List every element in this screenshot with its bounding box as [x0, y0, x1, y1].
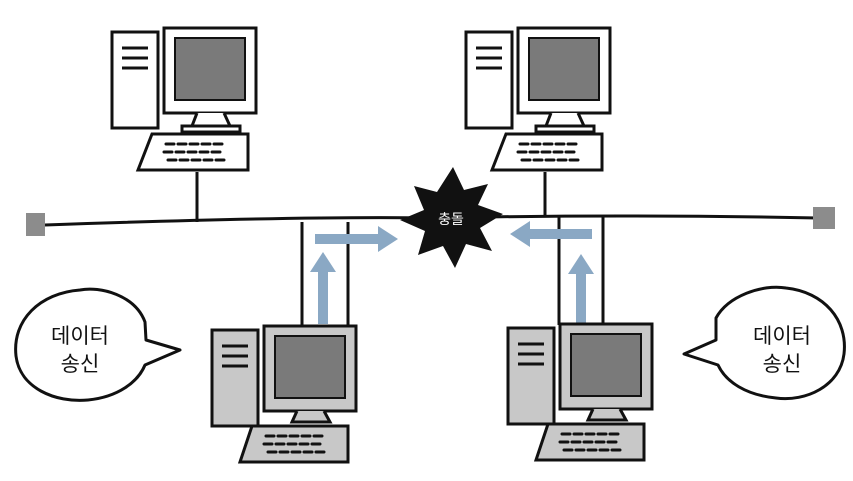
speech-bubble-left-line2: 송신	[61, 352, 100, 376]
tower	[506, 326, 556, 426]
speech-bubble-right-line1: 데이터	[753, 324, 811, 348]
collision-burst: 충돌	[400, 167, 503, 268]
speech-bubble-right-line2: 송신	[763, 352, 802, 376]
speech-bubble-left-line1: 데이터	[51, 324, 109, 348]
bus-terminator-right	[813, 207, 835, 229]
monitor-screen	[274, 335, 346, 399]
keyboard	[135, 132, 250, 172]
monitor-screen	[528, 37, 600, 101]
monitor-screen	[570, 333, 642, 397]
speech-bubble-left: 데이터 송신	[14, 287, 182, 402]
tower	[110, 30, 160, 130]
tower	[210, 328, 260, 428]
arrow-right-left	[510, 221, 592, 247]
computer-top-left	[110, 26, 258, 172]
keyboard	[489, 132, 604, 172]
collision-label: 충돌	[438, 212, 464, 228]
arrow-right-up	[568, 254, 594, 324]
tower	[464, 30, 514, 130]
speech-bubble-right: 데이터 송신	[682, 285, 846, 401]
arrow-left-right	[315, 226, 398, 252]
keyboard	[237, 424, 350, 464]
computer-bottom-right	[506, 322, 654, 462]
computer-bottom-left	[210, 324, 358, 464]
monitor-screen	[174, 37, 246, 101]
keyboard	[533, 422, 646, 462]
bus-terminator-left	[26, 213, 45, 236]
arrow-left-up	[310, 252, 336, 324]
computer-top-right	[464, 26, 612, 172]
